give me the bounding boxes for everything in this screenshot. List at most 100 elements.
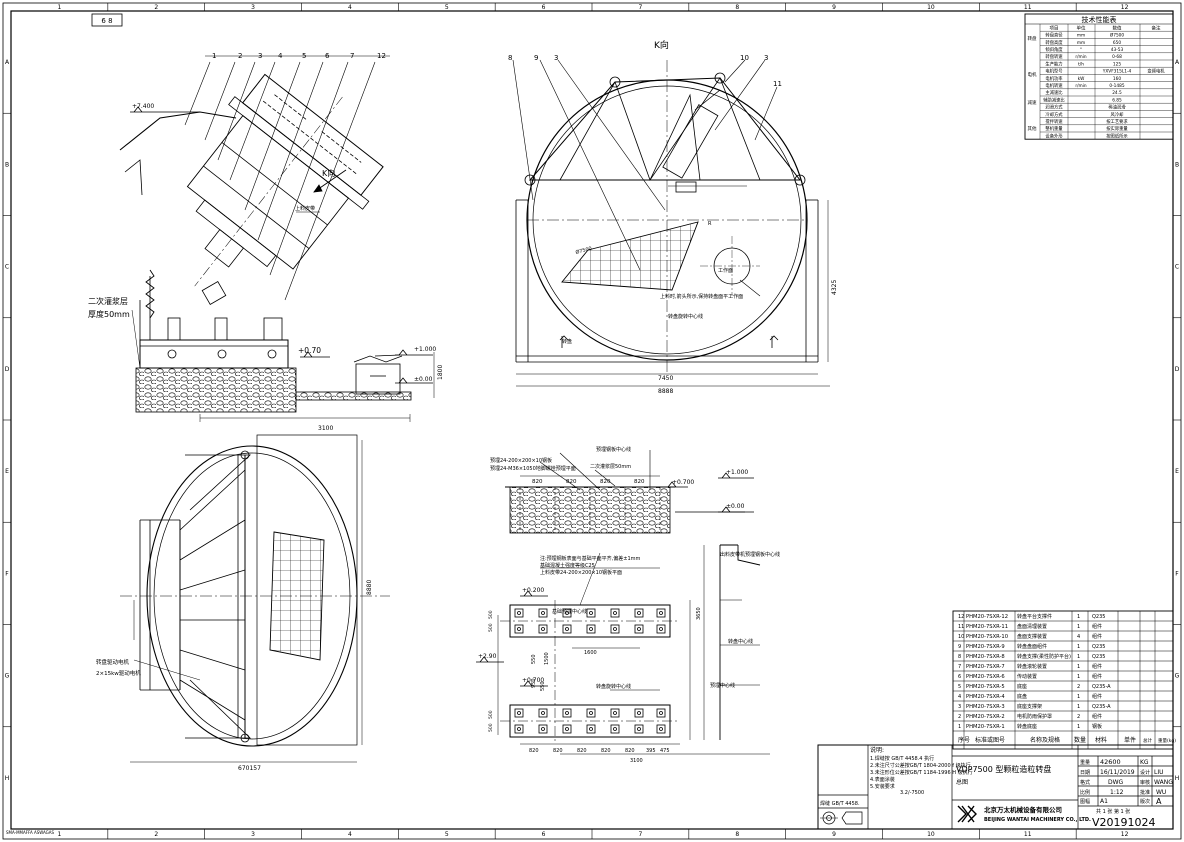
parts-list-cell: 1	[1077, 644, 1080, 650]
parts-list-cell: Q235	[1092, 654, 1105, 660]
row-label: D	[5, 366, 10, 373]
column-label: 2	[154, 4, 158, 11]
tech-table-cell: kW	[1078, 76, 1085, 82]
parts-list-cell: 7	[958, 664, 961, 670]
foundation-labels: 预埋钢板中心线 预埋24-200×200×10钢板 预埋24-M36×1050地…	[490, 446, 748, 510]
embed-dimension: 3100	[630, 758, 643, 764]
parts-list-cell: Q235	[1092, 644, 1105, 650]
parts-list-cell: 钢板	[1092, 723, 1102, 730]
row-label: H	[1175, 775, 1180, 782]
k-screen-mesh	[561, 221, 699, 291]
side-elev-ground: ±0.00	[414, 376, 433, 383]
plan-dim-height: 8880	[366, 580, 373, 595]
parts-list-cell: 9	[958, 644, 961, 650]
embed-dimension: 1500	[544, 652, 550, 665]
plan-view-labels: 670157 8880 转盘驱动电机 2×15kw驱动电机	[96, 580, 373, 772]
tech-table-cell: 冷却方式	[1045, 111, 1063, 118]
side-k-arrow-label: K向	[322, 168, 335, 178]
parts-list-cell: 底座支撑架	[1017, 703, 1042, 710]
parts-list-cell: 11	[958, 624, 964, 630]
parts-list-cell: Q235-A	[1092, 684, 1111, 690]
tb-company-cn: 北京万太机械设备有限公司	[984, 805, 1062, 814]
column-label: 1	[58, 831, 62, 838]
bolt-plate	[656, 624, 666, 634]
parts-list-cell: 10	[958, 634, 964, 640]
row-label: F	[5, 570, 9, 577]
embed-dimension: 820	[625, 748, 635, 754]
tech-table-cell: mm	[1077, 41, 1085, 46]
foundation-elev-rail: +1.000	[726, 469, 748, 476]
tech-table-cell: 风冷却	[1111, 111, 1124, 118]
parts-list-header: 序号	[958, 736, 970, 744]
parts-list-cell: 4	[1077, 634, 1080, 640]
bolt-plate	[656, 708, 666, 718]
tech-table-cell: 辅助减速比	[1043, 96, 1065, 103]
tech-table-cell: 转盘转速	[1045, 53, 1063, 60]
tb-company-en: BEIJING WANTAI MACHINERY CO., LTD.	[984, 817, 1091, 823]
bolt-plate	[562, 708, 572, 718]
bolt-hole	[589, 611, 593, 615]
column-label: 5	[445, 831, 449, 838]
k-callout-number: 10	[740, 54, 749, 62]
tech-table-cell: 按图纸所示	[1106, 132, 1128, 139]
tech-table-cell: °	[1080, 47, 1082, 53]
bolt-plate	[586, 724, 596, 734]
parts-list-header: 名称及规格	[1030, 736, 1060, 744]
side-elev-base: +0.70	[298, 346, 321, 355]
side-callout-number: 2	[238, 52, 242, 60]
tb-product-name: VDP7500 型颗粒造粒转盘	[956, 764, 1051, 774]
tech-table-cell: 转盘高度	[1045, 39, 1063, 46]
column-label: 3	[251, 4, 255, 11]
tech-table-cell: YXVF315L1-4	[1102, 69, 1132, 75]
bolt-plate	[514, 624, 524, 634]
bolt-plate	[656, 608, 666, 618]
plan-view	[120, 434, 390, 763]
bolt-plate	[634, 608, 644, 618]
tech-table-cell: 650	[1113, 40, 1121, 46]
tech-table-group: 减速	[1028, 99, 1037, 106]
parts-list-header: 材料	[1095, 736, 1107, 744]
tech-table-cell: 整机重量	[1045, 125, 1063, 132]
title-block-labels: 说明: 1.焊缝按 GB/T 4458.4 执行 2.未注尺寸公差按GB/T 1…	[820, 746, 1173, 829]
bolt-plate	[610, 724, 620, 734]
foundation-section	[505, 450, 754, 534]
tech-table-cell: 6.85	[1112, 97, 1122, 103]
k-dim-width: 7450	[658, 375, 673, 382]
row-label: F	[1175, 570, 1179, 577]
tech-table-cell: t/h	[1078, 61, 1084, 67]
embed-dimension: 3650	[696, 607, 702, 620]
foundation-elev-top: +0.700	[672, 479, 694, 486]
parts-list-cell: 转盘支撑(柔性防护平台)	[1017, 653, 1071, 660]
tech-table-cell: 电机功率	[1045, 75, 1063, 82]
bolt-hole	[517, 727, 521, 731]
corner-tag: 6 8	[91, 13, 123, 27]
parts-list-cell: 组件	[1092, 673, 1102, 680]
tb-drawn-label: 设计	[1140, 769, 1150, 776]
bolt-plate	[514, 708, 524, 718]
tech-table-title: 技术性能表	[1082, 15, 1117, 24]
tb-format: DWG	[1108, 779, 1124, 786]
bolt-plate	[514, 724, 524, 734]
parts-list-cell: 组件	[1092, 623, 1102, 630]
foundation-note-4: 二次灌浆层50mm	[590, 463, 631, 470]
foundation-note-1: 预埋钢板中心线	[596, 446, 631, 453]
tech-table-cell: r/min	[1075, 83, 1087, 89]
tech-table-cell: 主减速比	[1045, 89, 1063, 96]
footer-text: SMA-MMAFFA ASWAGAS	[6, 830, 54, 835]
column-label: 5	[445, 4, 449, 11]
tb-note-4: 4.表面涂装	[870, 776, 895, 783]
tb-approved-by: WU	[1156, 789, 1166, 796]
parts-list-cell: 8	[958, 654, 961, 660]
bolt-hole	[659, 711, 663, 715]
parts-list-cell: 盘面清理装置	[1017, 623, 1047, 630]
side-callout-number: 4	[278, 52, 283, 60]
bolt-hole	[637, 611, 641, 615]
column-label: 2	[154, 831, 158, 838]
tech-table-header: 数值	[1113, 25, 1122, 32]
tech-table-header: 项目	[1050, 26, 1059, 32]
parts-list-cell: 2	[1077, 684, 1080, 690]
row-label: G	[5, 673, 10, 680]
tb-roughness: 3.2/-7500	[900, 790, 924, 796]
foundation-spacing: 820	[634, 479, 645, 485]
